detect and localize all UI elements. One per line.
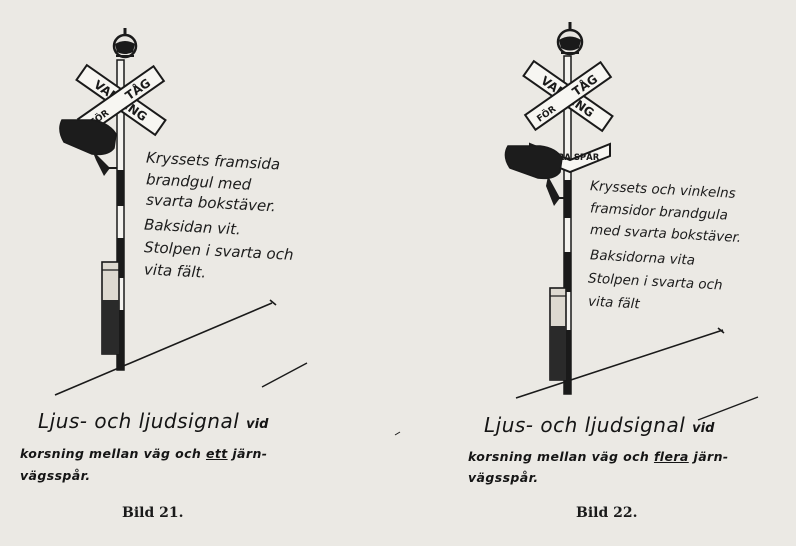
caption-title-main: Ljus- och ljudsignal [484,413,686,437]
caption-line-2-pre: korsning mellan väg och [20,446,202,461]
caption-title-vid: vid [246,417,269,432]
crossing-signal-drawing-multi-track: VARNING TÅG FÖR FLERA SPÅR [504,22,759,421]
track-line-end [269,299,277,306]
caption-line-2-pre: korsning mellan väg och [468,449,650,464]
track-line-end [717,327,725,334]
top-lamp-icon [556,22,584,56]
road-edge-line [261,362,308,388]
cross-sign-arm-2: TÅG FÖR [523,60,613,132]
figure-22-panel: VARNING TÅG FÖR FLERA SPÅR Kryssets och … [398,0,796,546]
bell-housing [101,261,120,355]
plate-label-flera-spar: FLERA SPÅR [541,152,600,163]
note-line-6: vita fält. [143,260,207,282]
caption-line-2-post: järn- [232,446,268,461]
track-line [515,329,724,399]
signal-post [563,55,572,395]
track-line [54,302,273,396]
figure-number: Bild 21. [122,505,184,521]
figure-21-panel: VARNING TÅG FÖR Kryssets framsida brandg… [20,28,401,521]
caption-title-main: Ljus- och ljudsignal [38,409,240,433]
caption-title-vid: vid [692,421,715,436]
figure-number: Bild 22. [576,505,638,521]
caption-title: Ljus- och ljudsignal vid [484,413,714,437]
caption-line-3: vägsspår. [20,468,91,483]
side-lamp-icon [504,145,566,206]
note-line-6: vita fält [587,293,641,313]
top-lamp-icon [112,28,138,59]
side-lamp-icon [59,119,117,176]
caption-line-2: korsning mellan väg och ett järn- [20,446,267,461]
caption-line-2: korsning mellan väg och flera järn- [468,449,729,464]
signal-post [116,59,125,371]
road-edge-line [697,396,759,421]
caption-line-2-emphasis: flera [653,449,689,464]
bell-housing [549,287,567,381]
caption-line-3: vägsspår. [468,470,539,485]
caption-title: Ljus- och ljudsignal vid [38,409,268,433]
caption-line-2-post: järn- [693,449,729,464]
caption-line-2-emphasis: ett [205,446,228,461]
crossing-signal-drawing-single-track: VARNING TÅG FÖR [54,28,401,436]
